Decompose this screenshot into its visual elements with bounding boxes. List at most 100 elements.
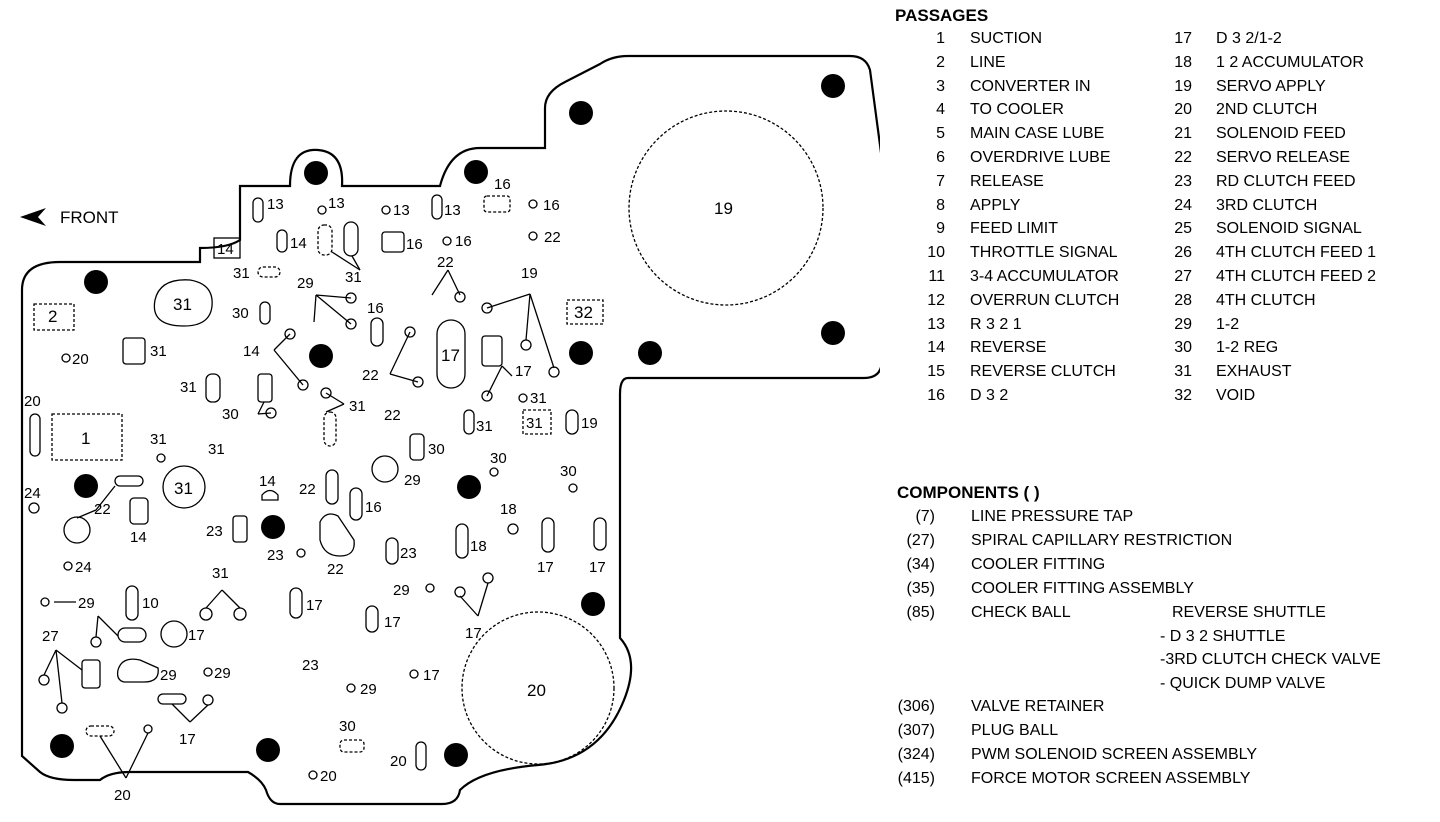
passage-slot	[289, 587, 303, 619]
passage-slot	[566, 299, 604, 325]
passage-name: 3RD CLUTCH	[1216, 196, 1318, 214]
passage-slot	[259, 301, 271, 325]
passage-label-17: 17	[537, 559, 554, 576]
passage-number: 30	[1174, 339, 1192, 357]
passage-number: 24	[1174, 196, 1192, 214]
passage-number: 5	[936, 125, 945, 143]
passage-number: 32	[1174, 387, 1192, 404]
passage-label-18: 18	[470, 538, 487, 555]
passage-label-31: 31	[476, 418, 493, 435]
passage-number: 27	[1174, 268, 1192, 285]
bolt-hole	[304, 161, 328, 185]
suction-port	[51, 413, 123, 461]
bolt-hole	[309, 344, 333, 368]
leader-lines	[43, 251, 555, 779]
bolt-hole	[457, 475, 481, 499]
passage-slot	[381, 231, 405, 253]
passage-slot	[343, 221, 359, 257]
passage-slot	[349, 487, 363, 521]
passage-number: 14	[927, 339, 945, 357]
passage-label-13: 13	[328, 195, 345, 212]
passage-name: SUCTION	[970, 30, 1042, 47]
passage-number: 23	[1174, 172, 1192, 190]
passage-pocket	[116, 658, 159, 683]
passage-label-32: 32	[574, 303, 593, 322]
valve-body-diagram: 19 20 FRONT	[20, 54, 880, 806]
component-number: (7)	[915, 508, 935, 525]
passage-label-31: 31	[233, 265, 250, 282]
passage-shapes	[29, 194, 607, 771]
passage-number: 17	[1174, 30, 1192, 47]
passage-number: 13	[927, 315, 945, 333]
passage-label-22: 22	[384, 407, 401, 424]
passage-slot	[365, 605, 379, 633]
passage-label-31: 31	[212, 565, 229, 582]
passage-label-16: 16	[455, 233, 472, 250]
passage-label-18: 18	[500, 501, 517, 518]
passage-label-30: 30	[232, 305, 249, 322]
passage-name: 4TH CLUTCH FEED 2	[1216, 268, 1377, 285]
passage-label-22: 22	[299, 481, 316, 498]
passage-label-29: 29	[214, 665, 231, 682]
passage-number: 19	[1174, 77, 1192, 95]
passage-slot	[85, 725, 115, 737]
passage-name: D 3 2	[970, 387, 1009, 404]
passage-number: 25	[1174, 220, 1192, 238]
passage-label-2: 2	[48, 307, 57, 326]
passage-number: 20	[1174, 101, 1192, 119]
servo-bore-label: 19	[714, 199, 733, 218]
passage-slot	[232, 515, 248, 543]
passage-name: TO COOLER	[970, 101, 1064, 119]
passage-name: REVERSE CLUTCH	[970, 363, 1116, 381]
passage-label-13: 13	[444, 202, 461, 219]
passage-name: LINE	[970, 53, 1006, 71]
passage-label-16: 16	[494, 176, 511, 193]
passage-label-17: 17	[589, 559, 606, 576]
passage-label-31: 31	[174, 479, 193, 498]
passage-label-17: 17	[465, 625, 482, 642]
passage-slot	[257, 373, 273, 403]
bolt-hole	[821, 321, 845, 345]
component-number: (34)	[906, 556, 935, 573]
passage-slot	[339, 739, 365, 753]
passage-name: 1-2 REG	[1216, 339, 1279, 357]
passage-number: 10	[927, 244, 945, 262]
passage-slot	[81, 659, 101, 689]
passage-number: 6	[936, 149, 945, 166]
passage-label-31: 31	[150, 343, 167, 360]
passage-label-24: 24	[24, 485, 41, 502]
passage-name: APPLY	[970, 196, 1021, 214]
passage-slot	[323, 411, 337, 447]
component-name: COOLER FITTING ASSEMBLY	[971, 580, 1194, 597]
passage-number: 4	[936, 101, 945, 119]
passage-label-31: 31	[345, 269, 362, 286]
passage-slot	[252, 197, 264, 223]
passage-label-22: 22	[362, 367, 379, 384]
passage-slot	[325, 469, 339, 505]
passage-label-1: 1	[81, 429, 90, 448]
passage-label-29: 29	[297, 275, 314, 292]
component-name: VALVE RETAINER	[971, 698, 1105, 715]
bolt-hole	[569, 101, 593, 125]
passage-label-14: 14	[217, 241, 234, 258]
passage-label-30: 30	[490, 450, 507, 467]
passage-slot	[415, 741, 427, 771]
passage-label-17: 17	[441, 346, 460, 365]
component-number: (307)	[897, 722, 935, 739]
passage-slot	[157, 693, 187, 705]
bolt-hole	[50, 734, 74, 758]
passage-name: SOLENOID SIGNAL	[1216, 220, 1362, 238]
component-number: (85)	[906, 604, 935, 621]
passage-label-31: 31	[526, 415, 543, 432]
passage-number: 18	[1174, 53, 1192, 71]
passage-label-17: 17	[515, 363, 532, 380]
passage-slot	[370, 317, 384, 347]
passage-label-14: 14	[290, 235, 307, 252]
passage-name: 4TH CLUTCH	[1216, 291, 1316, 309]
passage-label-27: 27	[42, 628, 59, 645]
passage-name: CONVERTER IN	[970, 77, 1091, 95]
passage-slot	[431, 194, 443, 220]
passage-pocket	[319, 513, 355, 557]
passage-name: RD CLUTCH FEED	[1216, 172, 1356, 190]
passage-port	[371, 455, 399, 483]
